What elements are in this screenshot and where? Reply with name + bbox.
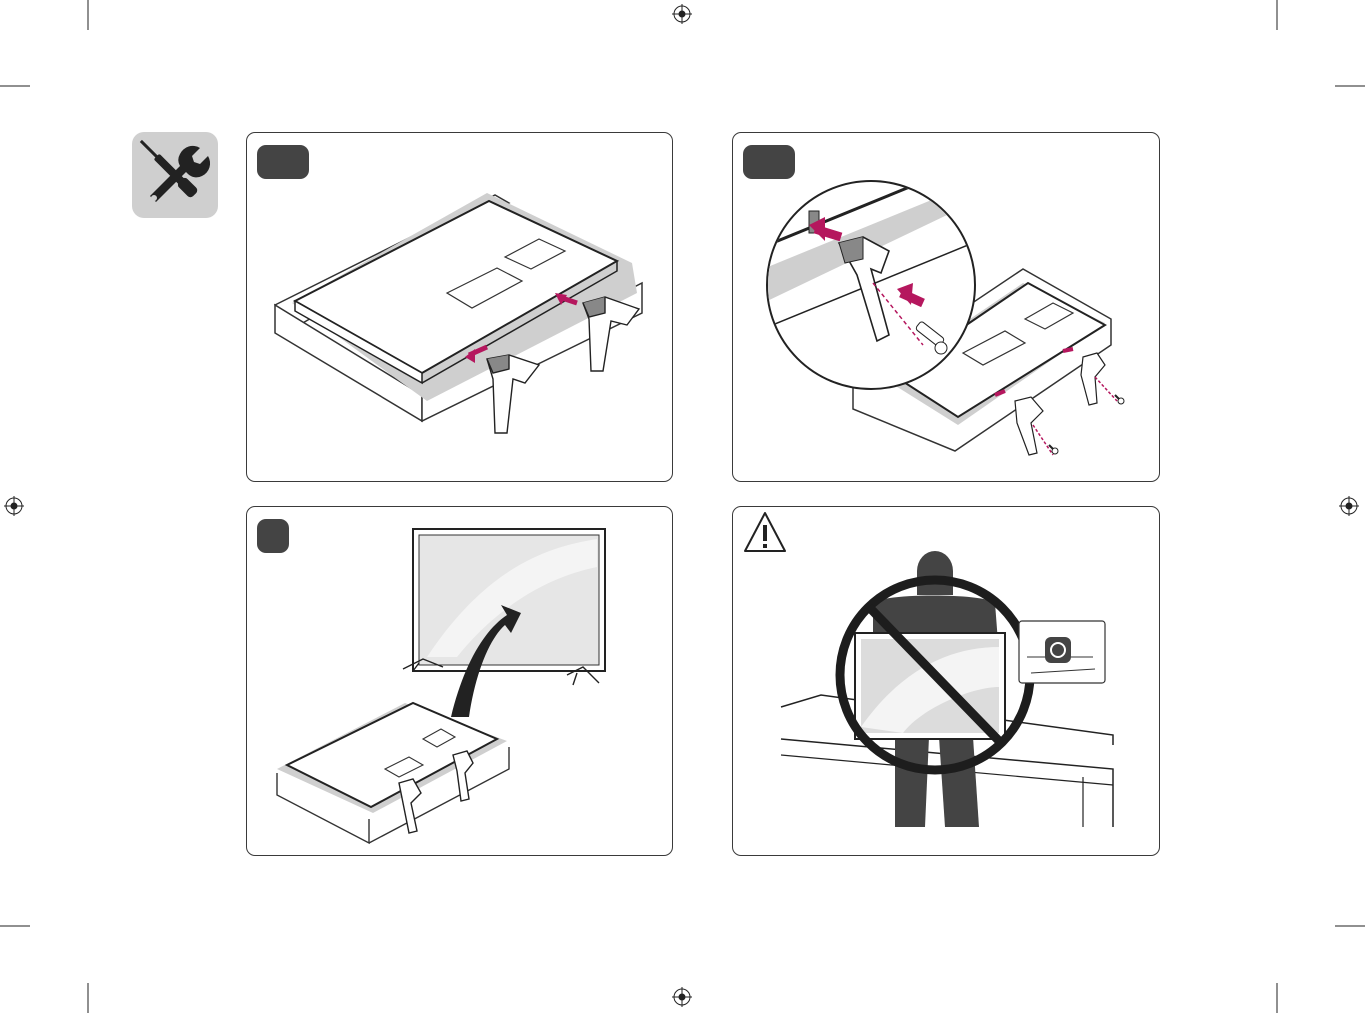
tools-icon (132, 132, 218, 218)
step-1-panel (246, 132, 673, 482)
caution-panel (732, 506, 1160, 856)
step-3-illustration (247, 507, 673, 856)
registration-mark-bottom (672, 987, 692, 1007)
registration-mark-left (4, 496, 24, 516)
step-1-illustration (247, 133, 673, 482)
step-2-panel (732, 132, 1160, 482)
registration-mark-top (672, 4, 692, 24)
step-2-illustration (733, 133, 1160, 482)
registration-mark-right (1339, 496, 1359, 516)
step-3-panel (246, 506, 673, 856)
caution-illustration (733, 507, 1160, 856)
warning-icon (745, 513, 785, 551)
